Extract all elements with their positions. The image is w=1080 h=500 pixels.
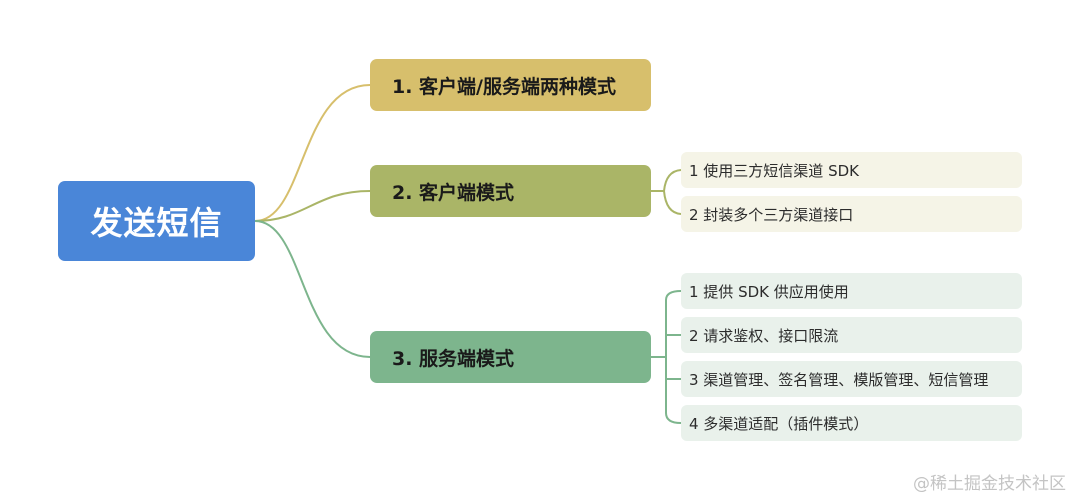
leaf-label: 3 渠道管理、签名管理、模版管理、短信管理: [689, 370, 989, 389]
leaf-label: 1 使用三方短信渠道 SDK: [689, 161, 859, 180]
connector-root-branch-1: [254, 84, 371, 222]
leaf-label: 2 封装多个三方渠道接口: [689, 205, 854, 224]
leaf-label: 1 提供 SDK 供应用使用: [689, 282, 849, 301]
leaf-label: 4 多渠道适配（插件模式）: [689, 414, 869, 433]
leaf-label: 2 请求鉴权、接口限流: [689, 326, 839, 345]
watermark: @稀土掘金技术社区: [913, 474, 1066, 494]
branch-label: 3. 服务端模式: [392, 347, 515, 370]
leaf-node[interactable]: 2 请求鉴权、接口限流: [681, 317, 1022, 353]
branch-node-client-server[interactable]: 1. 客户端/服务端两种模式: [370, 59, 651, 111]
root-node[interactable]: 发送短信: [58, 181, 255, 261]
connector-root-branch-3: [254, 220, 371, 358]
branch-label: 2. 客户端模式: [392, 181, 515, 204]
leaf-node[interactable]: 2 封装多个三方渠道接口: [681, 196, 1022, 232]
leaf-node[interactable]: 1 提供 SDK 供应用使用: [681, 273, 1022, 309]
branch-label: 1. 客户端/服务端两种模式: [392, 75, 616, 98]
branch-node-server-mode[interactable]: 3. 服务端模式: [370, 331, 651, 383]
leaf-node[interactable]: 4 多渠道适配（插件模式）: [681, 405, 1022, 441]
root-label: 发送短信: [90, 204, 223, 242]
leaf-node[interactable]: 1 使用三方短信渠道 SDK: [681, 152, 1022, 188]
connector-branch-2-leaves: [651, 169, 682, 215]
leaf-node[interactable]: 3 渠道管理、签名管理、模版管理、短信管理: [681, 361, 1022, 397]
connector-root-branch-2: [254, 190, 371, 222]
branch-node-client-mode[interactable]: 2. 客户端模式: [370, 165, 651, 217]
connector-branch-3-leaves: [651, 290, 682, 424]
